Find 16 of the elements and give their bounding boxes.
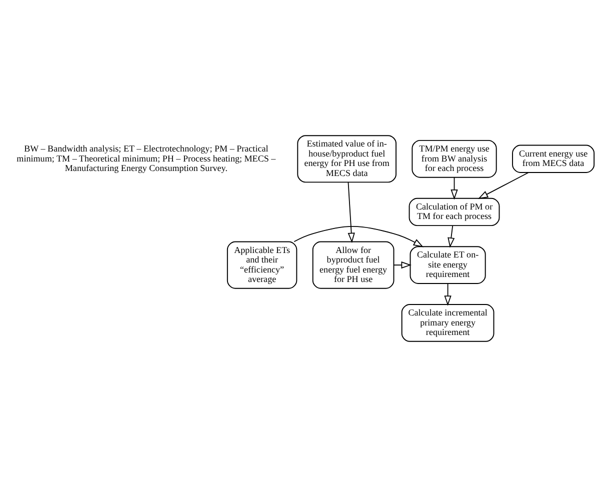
arrow xyxy=(294,226,424,248)
arrow xyxy=(348,182,355,244)
arrow xyxy=(450,176,458,200)
node-box: Estimated value of in-house/byproduct fuel energy for PH use from MECS data xyxy=(297,135,396,183)
arrow xyxy=(478,172,529,199)
arrow xyxy=(393,261,412,269)
node-box: TM/PM energy use from BW analysis for each process xyxy=(412,140,497,178)
node-box: Calculate ET on-site energy requirement xyxy=(410,246,486,284)
node-box: Calculate incremental primary energy requirement xyxy=(401,304,494,342)
node-box: Current energy use from MECS data xyxy=(512,144,595,173)
arrow xyxy=(444,283,452,306)
arrow xyxy=(448,225,455,248)
label: BW – Bandwidth analysis; ET – Electrotechnology; PM – Practical minimum; TM – Theoretical minimum; PH – Process heating; MECS – Manufacturing Energy Consumption Survey. xyxy=(16,144,276,173)
node-box: Allow for byproduct fuel energy fuel energy for PH use xyxy=(312,241,394,289)
node-box: Calculation of PM or TM for each process xyxy=(408,198,500,226)
node-box: Applicable ETs and their “efficiency” average xyxy=(226,241,298,289)
